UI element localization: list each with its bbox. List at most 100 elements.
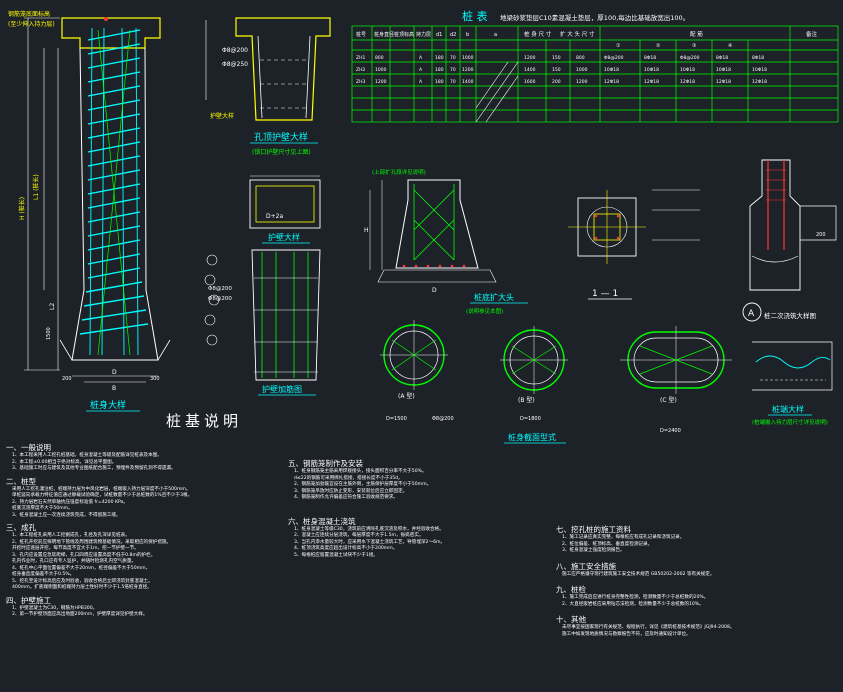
note-3-line: 5、挖孔至设计标高后应及时验收，验收合格后立即浇筑封底混凝土。 — [12, 578, 153, 584]
note-6-line: 5、每根桩应留置混凝土试块不少于1组。 — [294, 552, 378, 558]
cell-1-9: 150 — [552, 67, 561, 73]
note-7-title: 挖孔桩的施工资料 — [571, 525, 631, 534]
cell-1-1: 1000 — [375, 67, 387, 73]
cell-0-13: Φ8@200 — [680, 55, 700, 61]
cap-label-a: A — [748, 309, 755, 319]
note-3-id: 三 — [6, 523, 14, 532]
note-6-line: 2、混凝土应连续分层浇筑，每层厚度不大于1.5m，振捣密实。 — [294, 533, 424, 538]
note-4-id: 四 — [6, 595, 14, 605]
note-5-line: d≤22的钢筋可采用绑扎搭接，搭接长度不小于35d。 — [294, 475, 403, 481]
section-1-1: 1 — 1 — [568, 189, 700, 300]
section-dim-b: D=1800 — [520, 416, 541, 422]
note-5-id: 五 — [288, 459, 296, 468]
wall-detail: D+2a 护壁大样 — [249, 175, 321, 244]
note-4-line: 1、护壁混凝土为C30，钢筋为HPB300。 — [12, 605, 98, 611]
note-3-title: 成孔 — [21, 523, 36, 532]
section-label-b: (B 型) — [518, 396, 535, 404]
cell-2-5: 70 — [450, 79, 456, 85]
note-7-line: 2、桩位偏差、桩顶标高、垂直度检测记录。 — [562, 541, 653, 547]
note-5-line: 3、钢筋笼吊放时应防止变形，安装就位后应立即固定。 — [294, 488, 408, 494]
cap-detail: A 桩二次浇筑大样图 200 — [742, 159, 837, 322]
th-6: b — [466, 32, 469, 38]
note-9-line: 1、施工完成后应进行桩身完整性检测，检测数量不少于总桩数的20%。 — [562, 595, 709, 600]
hole-collar-detail: Φ8@200 Φ8@250 护壁大样 孔顶护壁大样 (锁口护壁尺寸见上图) — [205, 17, 331, 156]
cell-0-6: 1000 — [462, 55, 474, 61]
note-2-line: 单桩竖向承载力特征值应通过静载试验确定，试桩数量不少于总桩数的1%且不少于3根。 — [12, 493, 193, 498]
wall-dim: D+2a — [266, 213, 283, 220]
note-6-line: 3、当孔内渗水量较大时，应采用水下混凝土浇筑工艺，导管埋深2～6m。 — [294, 539, 446, 545]
pile-detail-title: 桩身大样 — [90, 399, 126, 411]
cap-dim: 200 — [816, 232, 826, 238]
cell-0-0: ZH1 — [356, 55, 365, 61]
th-3: 持力层 — [416, 31, 431, 38]
hole-collar-subtitle: (锁口护壁尺寸见上图) — [252, 148, 311, 156]
dim-l2: L2 — [49, 303, 56, 310]
notes-col-3: 七、挖孔桩的施工资料 1、施工记录应真实完整，每根桩应有成孔记录和浇筑记录。 2… — [556, 524, 838, 638]
pile-table-note: 地梁砂浆垫层C10素混凝土垫层，厚100,每边比基础放宽出100。 — [500, 13, 689, 22]
segment-detail: Φ8@200 Φ8@200 护壁加筋图 — [208, 249, 321, 396]
note-1-title: 一般说明 — [21, 443, 51, 452]
collar-rebar-2: Φ8@250 — [222, 61, 248, 68]
cell-0-15: 8Φ18 — [752, 55, 764, 61]
section-label-c: (C 型) — [660, 396, 677, 404]
cell-2-13: 12Φ18 — [680, 79, 695, 85]
note-8-id: 八 — [556, 561, 564, 571]
dim-h: H (桩长) — [18, 197, 26, 220]
cell-1-5: 70 — [450, 67, 456, 73]
cell-0-14: 8Φ18 — [716, 55, 728, 61]
cell-1-12: 10Φ18 — [644, 67, 659, 73]
enlarged-base-detail: H D (上部扩孔段详见说明) 桩底扩大头 (说明参见本图) — [364, 168, 528, 315]
pile-shaft-detail: 钢筋笼底面标高 (至少伸入持力层) L1 (桩长) H (桩长) L2 D B … — [8, 10, 220, 412]
note-10-id: 十 — [556, 615, 564, 624]
cell-2-0: ZH3 — [356, 79, 365, 85]
extension-detail: 桩端大样 (桩端嵌入持力层尺寸详见说明) — [752, 341, 833, 426]
dim-200: 200 — [62, 376, 72, 382]
wall-detail-title: 护壁大样 — [268, 232, 300, 242]
segment-rebar-1: Φ8@200 — [208, 286, 232, 292]
enlarged-dim-d: D — [432, 287, 437, 294]
th-8: 桩 身 尺 寸 — [524, 30, 552, 38]
cell-0-5: 70 — [450, 55, 456, 61]
note-7-line: 3、桩身混凝土强度检测报告。 — [562, 548, 625, 553]
pile-table: 桩 表 地梁砂浆垫层C10素混凝土垫层，厚100,每边比基础放宽出100。 — [351, 9, 839, 123]
th-9: 扩 大 头 尺 寸 — [560, 30, 595, 38]
note-9-id: 九 — [556, 585, 564, 594]
pile-table-title: 桩 表 — [462, 9, 488, 23]
note-3-line: 4、桩孔中心平面位置偏差不大于20mm，桩径偏差不大于50mm， — [12, 565, 151, 571]
th-7: a — [494, 32, 497, 38]
note-8-line: 施工应严格遵守现行建筑施工安全技术规范 GB50202-2002 等有关规定。 — [562, 571, 715, 577]
note-8-title: 施工安全措施 — [571, 561, 616, 571]
note-3-line: 孔内作业时，孔口应有专人监护，并随时检测孔内空气质量。 — [12, 559, 137, 564]
extension-subtitle: (桩端嵌入持力层尺寸详见说明) — [752, 418, 828, 426]
cell-0-11: Φ8@200 — [604, 55, 624, 61]
cell-1-14: 10Φ18 — [716, 67, 731, 73]
note-2-line: 采用人工挖孔灌注桩，桩端持力层为中风化岩层，桩端嵌入持力层深度不小于500mm。 — [12, 486, 191, 492]
note-4-title: 护壁施工 — [21, 595, 51, 605]
th-0: 桩号 — [356, 31, 366, 38]
cell-1-11: 10Φ18 — [604, 67, 619, 73]
cell-1-4: 180 — [435, 67, 444, 73]
section-rebar: Φ8@200 — [432, 416, 454, 422]
note-9-line: 2、大直径嵌岩桩应采用钻芯法检测，检测数量不少于总桩数的10%。 — [562, 601, 704, 607]
notes-col-2: 五、钢筋笼制作及安装 1、桩身钢筋笼主筋采用焊接接头，接头面积百分率不大于50%… — [288, 458, 550, 559]
note-10-title: 其他 — [571, 615, 586, 624]
cell-2-8: 1600 — [524, 79, 536, 85]
note-2-line: 3、桩身混凝土应一次连续浇筑完成，不得留施工缝。 — [12, 512, 121, 518]
section-1-1-title: 1 — 1 — [592, 289, 618, 299]
cell-2-11: 12Φ18 — [604, 79, 619, 85]
cell-0-8: 1200 — [524, 55, 536, 61]
cell-2-9: 200 — [552, 79, 561, 85]
cell-2-10: 1200 — [576, 79, 588, 85]
note-7-line: 1、施工记录应真实完整，每根桩应有成孔记录和浇筑记录。 — [562, 535, 685, 540]
cell-2-6: 1400 — [462, 79, 474, 85]
th-10: 配 筋 — [690, 30, 703, 38]
cell-1-10: 1000 — [576, 67, 588, 73]
section-label-a: (A 型) — [398, 392, 415, 400]
sub-1: ② — [656, 43, 661, 49]
note-10-line: 施工中如发现地质情况与勘察报告不符，应及时通知设计单位。 — [562, 631, 691, 637]
collar-label: 护壁大样 — [210, 112, 234, 120]
note-10-line: 未尽事宜按国家现行有关规范、规程执行，详见《建筑桩基技术规范》JGJ94-200… — [562, 625, 735, 630]
enlarged-top-note: (上部扩孔段详见说明) — [372, 168, 426, 176]
cell-0-1: 800 — [375, 55, 384, 61]
cell-1-8: 1400 — [524, 67, 536, 73]
